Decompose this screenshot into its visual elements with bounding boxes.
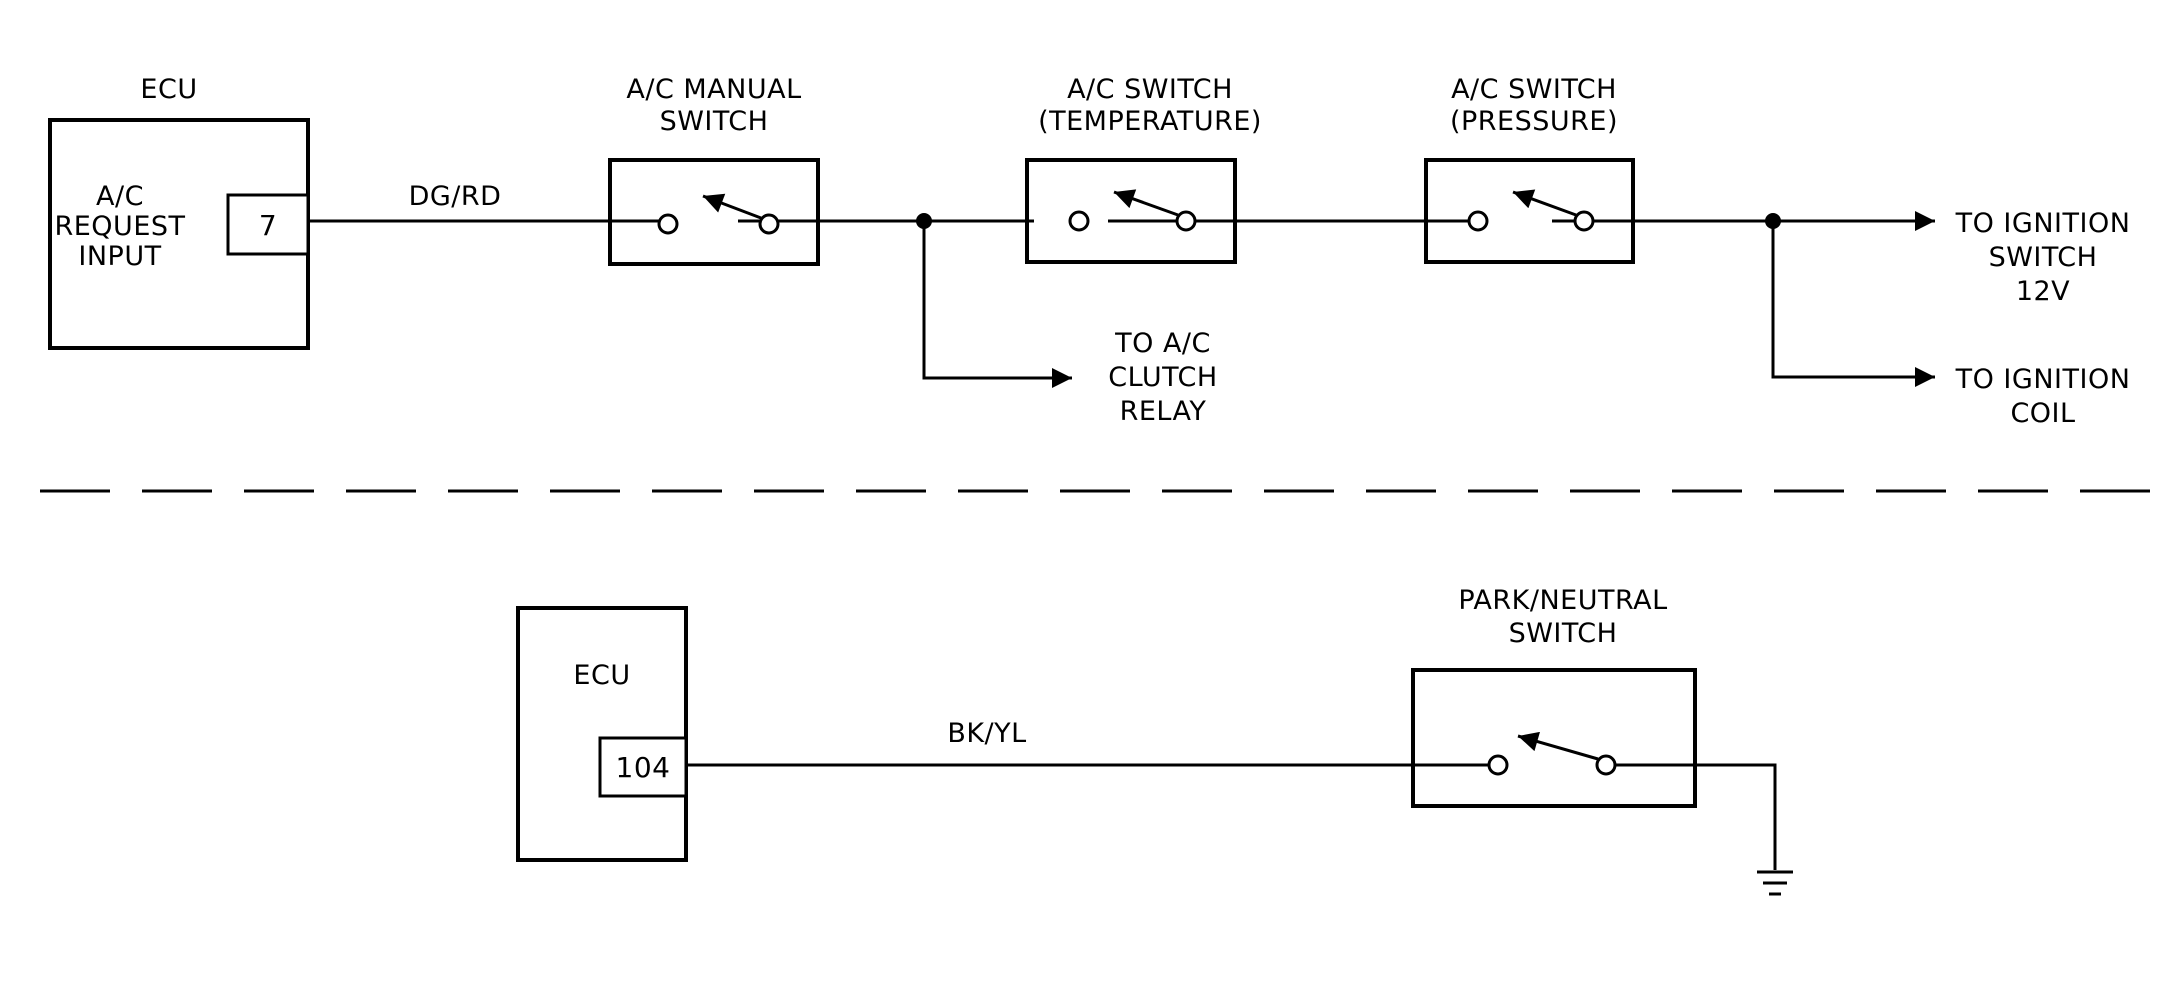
ac-manual-switch: A/C MANUAL SWITCH xyxy=(608,74,820,266)
ignition-switch-label-line1: TO IGNITION xyxy=(1955,208,2131,239)
park-neutral-switch-box xyxy=(1411,668,1697,808)
clutch-relay-label-line3: RELAY xyxy=(1120,396,1207,427)
upper-circuit: ECU A/C REQUEST INPUT 7 DG/RD A/C MANUAL… xyxy=(48,74,2131,429)
ac-pressure-switch-label-line1: A/C SWITCH xyxy=(1451,74,1617,105)
switch-contact-icon xyxy=(657,213,679,235)
switch-contact-icon xyxy=(1487,754,1509,776)
ecu-input-label-line2: REQUEST xyxy=(54,211,185,242)
switch-blade-arrow-icon xyxy=(1517,731,1599,761)
ecu-title-lower: ECU xyxy=(573,660,630,691)
switch-blade-arrow-icon xyxy=(1512,189,1577,217)
park-neutral-switch: PARK/NEUTRAL SWITCH xyxy=(1411,585,1697,808)
ignition-switch-dest: TO IGNITION SWITCH 12V xyxy=(1955,208,2131,307)
clutch-relay-wire xyxy=(922,221,1072,388)
ecu-block-lower: ECU 104 xyxy=(516,606,688,862)
clutch-relay-branch: TO A/C CLUTCH RELAY xyxy=(916,213,1217,427)
park-neutral-switch-label-line1: PARK/NEUTRAL xyxy=(1458,585,1667,616)
ignition-coil-label-line2: COIL xyxy=(2010,398,2075,429)
switch-contact-icon xyxy=(1467,210,1489,232)
pin-label-7: 7 xyxy=(259,209,277,242)
ac-pressure-switch-box xyxy=(1424,158,1635,264)
ac-temperature-switch-label-line1: A/C SWITCH xyxy=(1067,74,1233,105)
ecu-input-label-line1: A/C xyxy=(96,181,144,212)
ignition-coil-branch: TO IGNITION COIL xyxy=(1765,213,2130,429)
switch-contact-icon xyxy=(1068,210,1090,232)
switch-contact-icon xyxy=(758,213,780,235)
ecu-box-lower xyxy=(516,606,688,862)
ignition-switch-label-line3: 12V xyxy=(2016,276,2070,307)
switch-contact-icon xyxy=(1573,210,1595,232)
switch-contact-icon xyxy=(1175,210,1197,232)
clutch-relay-label-line2: CLUTCH xyxy=(1108,362,1217,393)
ground-icon xyxy=(1757,870,1793,896)
ac-manual-switch-label-line2: SWITCH xyxy=(660,106,769,137)
ac-manual-switch-box xyxy=(608,158,820,266)
ecu-title-upper: ECU xyxy=(140,74,197,105)
ecu-input-label-line3: INPUT xyxy=(78,241,161,272)
wire-color-label-lower: BK/YL xyxy=(947,718,1026,749)
ignition-switch-label-line2: SWITCH xyxy=(1989,242,2098,273)
ac-temperature-switch-box xyxy=(1025,158,1237,264)
ignition-coil-wire xyxy=(1771,221,1935,387)
ac-temperature-switch: A/C SWITCH (TEMPERATURE) xyxy=(1025,74,1262,264)
wire-color-label-upper: DG/RD xyxy=(409,181,502,212)
switch-blade-arrow-icon xyxy=(702,193,762,220)
ac-pressure-switch: A/C SWITCH (PRESSURE) xyxy=(1424,74,1635,264)
ignition-coil-label-line1: TO IGNITION xyxy=(1955,364,2131,395)
pin-box-7 xyxy=(226,193,310,256)
ac-pressure-switch-label-line2: (PRESSURE) xyxy=(1450,106,1618,137)
switch-blade-arrow-icon xyxy=(1113,189,1179,217)
pin-box-104 xyxy=(598,736,688,798)
switch-contact-icon xyxy=(1595,754,1617,776)
lower-circuit: ECU 104 BK/YL PARK/NEUTRAL SWITCH xyxy=(516,585,1793,896)
lower-main-wire xyxy=(686,763,1777,870)
ac-manual-switch-label-line1: A/C MANUAL xyxy=(626,74,801,105)
clutch-relay-label-line1: TO A/C xyxy=(1114,328,1211,359)
ecu-block-upper: ECU A/C REQUEST INPUT 7 xyxy=(48,74,310,350)
ac-temperature-switch-label-line2: (TEMPERATURE) xyxy=(1038,106,1262,137)
pin-label-104: 104 xyxy=(616,751,671,784)
park-neutral-switch-label-line2: SWITCH xyxy=(1509,618,1618,649)
